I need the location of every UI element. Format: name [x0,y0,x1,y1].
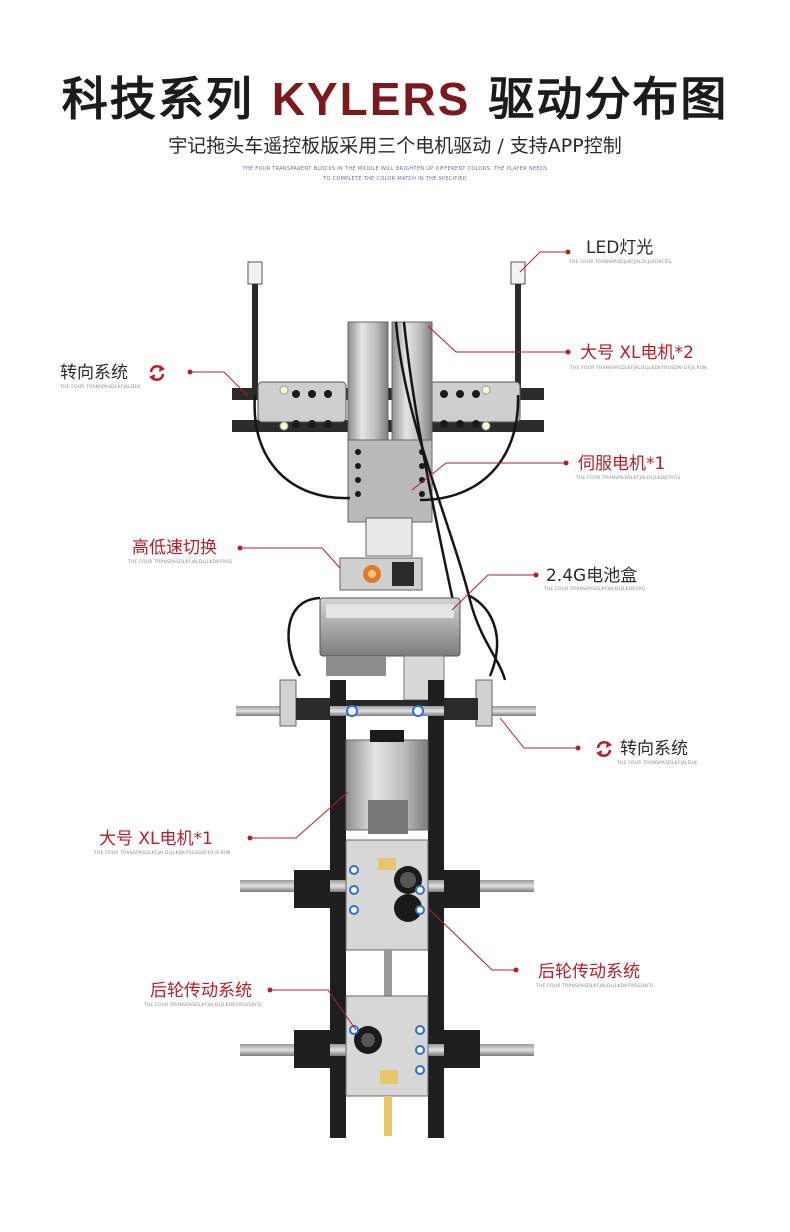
title-suffix: 驱动分布图 [488,72,729,126]
fine-print-line-2: TO COMPLETE THE COLOR MATCH IN THE SPECI… [323,176,467,182]
callout-xl-motor-2-sub: THE FOUR TRANSPASDLKFJALDLJLKDKFRGSDAFDF… [570,366,707,371]
speed-switch-module [339,557,423,591]
callout-xl-motor-2-label: 大号 XL电机*2 [580,343,694,363]
title-brand: KYLERS [271,73,471,125]
callout-rear-drive-right-label: 后轮传动系统 [538,962,640,982]
leader-dots [187,249,581,993]
rear-axle-1 [240,839,534,951]
led-post-right [510,261,526,394]
callout-battery-label: 2.4G电池盒 [546,566,638,586]
callout-steering-top-sub: THE FOUR TRANSPASDLKFJALDLK [60,385,141,390]
callout-led-sub: THE FOUR TRANSPASDJLKFJALDLJLKDKFRG [569,260,672,265]
callout-battery-sub: THE FOUR TRANSPASDLKFJALDLJLKDKFRG [544,587,646,592]
leader-lines [190,251,578,1031]
drive-shaft [384,950,392,996]
callout-rear-drive-right-sub: THE FOUR TRANSPASDLKFJALDLJLKDKFRGSDAFD [536,984,654,989]
callout-speed-switch-sub: THE FOUR TRANSPASDLKFJALDLJLKDKFRGS [128,560,233,565]
mid-steering-axle [236,679,536,727]
callout-steering-bottom-label: 转向系统 [620,739,688,759]
callout-servo-label: 伺服电机*1 [578,454,666,474]
callout-xl-motor-1-label: 大号 XL电机*1 [99,829,213,849]
title-prefix: 科技系列 [61,72,254,126]
page-title: 科技系列 KYLERS 驱动分布图 [0,70,790,128]
callout-steering-top-label: 转向系统 [60,363,128,383]
callout-speed-switch-label: 高低速切换 [132,538,217,558]
rotate-icon [596,741,612,757]
xl-motor-single [345,730,429,834]
rear-axle-2 [240,995,534,1136]
callout-servo-sub: THE FOUR TRANSPASDLKFJALDLJLKDKFRGS [576,476,681,481]
rotate-icon [149,365,165,381]
callout-xl-motor-1-sub: THE FOUR TRANSPASDLKFJALDLJLKDKFRGSDAFDF… [94,851,231,856]
xl-motor-pair [347,321,433,557]
callout-led-label: LED灯光 [586,238,654,258]
page-subtitle: 宇记拖头车遥控板版采用三个电机驱动 / 支持APP控制 [168,135,622,157]
fine-print-line-1: THE FOUR TRANSPARENT BLOCKS IN THE MIDDL… [242,166,548,172]
led-post-left [247,261,263,394]
cables-upper [253,321,520,681]
chassis-frame [330,680,444,1138]
callout-rear-drive-left-sub: THE FOUR TRANSPASDLKFJALDLJLKDKFRGSDAFD [144,1003,262,1008]
callout-steering-bottom-sub: THE FOUR TRANSPASDLKFJALDLK [617,761,698,766]
callout-rear-drive-left-label: 后轮传动系统 [150,981,252,1001]
